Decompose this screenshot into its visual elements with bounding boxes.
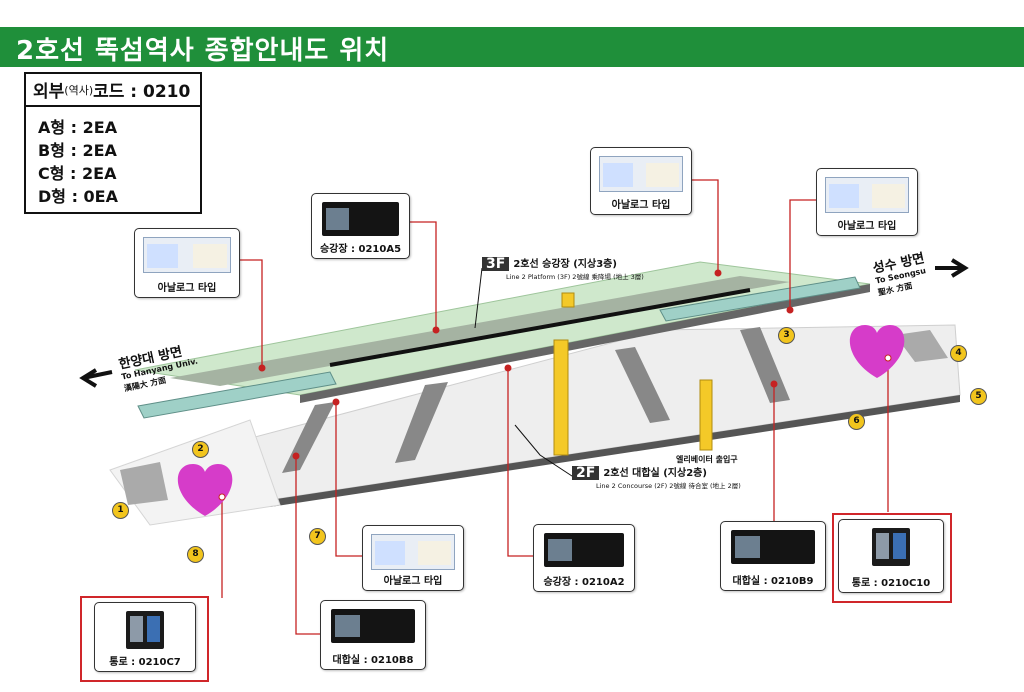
- analog-board-icon: [371, 534, 455, 570]
- heart-dot-left: [218, 493, 226, 501]
- train-left: [137, 371, 337, 419]
- exit-number-7: 7: [309, 528, 326, 545]
- code-type-list: A형 : 2EA B형 : 2EA C형 : 2EA D형 : 0EA: [26, 107, 200, 208]
- sign-card-b9: 대합실 : 0210B9: [720, 521, 826, 591]
- code-box: 외부(역사)코드 : 0210 A형 : 2EA B형 : 2EA C형 : 2…: [24, 72, 202, 214]
- concourse-floor-front: [270, 395, 960, 507]
- heart-icon-right: [849, 325, 905, 378]
- analog-board-icon: [599, 156, 683, 192]
- marker-analog-bottom: [332, 398, 340, 406]
- arrow-left-shaft: [82, 370, 113, 380]
- leader-b8: [295, 456, 320, 635]
- code-header: 외부(역사)코드 : 0210: [26, 74, 200, 107]
- sign-card-analog-left: 아날로그 타입: [134, 228, 240, 298]
- type-b-count: B형 : 2EA: [38, 141, 117, 160]
- exit-number-6: 6: [848, 413, 865, 430]
- sign-card-label: 대합실 : 0210B8: [332, 655, 414, 666]
- digital-panel-icon: [322, 202, 399, 236]
- stair-3: [615, 347, 670, 423]
- leader-a2: [507, 368, 533, 557]
- elevator-shaft-2: [699, 379, 713, 451]
- highlight-frame-c7: [80, 596, 209, 682]
- code-header-suffix: 코드 : 0210: [93, 82, 191, 102]
- marker-a5: [432, 326, 440, 334]
- marker-analog-right: [786, 306, 794, 314]
- exit-number-2: 2: [192, 441, 209, 458]
- sign-card-analog-right: 아날로그 타입: [816, 168, 918, 236]
- concourse-title: 2호선 대합실 (지상2층): [603, 468, 707, 479]
- elevator-entrance-label: 엘리베이터 출입구: [676, 455, 738, 464]
- exit-number-4: 4: [950, 345, 967, 362]
- code-header-prefix: 외부: [33, 82, 65, 102]
- analog-board-icon: [825, 177, 909, 213]
- type-d-count: D형 : 0EA: [38, 187, 118, 206]
- sign-card-label: 통로 : 0210C10: [851, 578, 931, 589]
- leader-3f: [474, 267, 483, 329]
- highlight-frame-c10: [832, 513, 952, 603]
- sign-card-label: 승강장 : 0210A2: [543, 577, 625, 588]
- elevator-shaft-1: [553, 339, 569, 456]
- track-bed: [170, 276, 790, 386]
- platform-badge: 3F: [482, 257, 510, 271]
- sign-card-label: 대합실 : 0210B9: [732, 576, 814, 587]
- platform-title: 2호선 승강장 (지상3층): [513, 259, 617, 270]
- type-c-count: C형 : 2EA: [38, 164, 117, 183]
- exit-number-3: 3: [778, 327, 795, 344]
- elevator-top-1: [561, 292, 575, 308]
- exit-number-8: 8: [187, 546, 204, 563]
- kiosk-panel-icon: [126, 611, 164, 649]
- exit-number-5: 5: [970, 388, 987, 405]
- concourse-badge: 2F: [572, 466, 600, 480]
- marker-analog-left: [258, 364, 266, 372]
- sign-card-c10: 통로 : 0210C10: [838, 519, 944, 593]
- exit-stair-right: [895, 330, 948, 362]
- exit-number-1: 1: [112, 502, 129, 519]
- sign-card-label: 아날로그 타입: [383, 576, 443, 587]
- sign-card-analog-top: 아날로그 타입: [590, 147, 692, 215]
- type-a-count: A형 : 2EA: [38, 118, 118, 137]
- leader-a5: [408, 221, 437, 330]
- sign-card-analog-bottom: 아날로그 타입: [362, 525, 464, 591]
- analog-board-icon: [143, 237, 231, 273]
- track-black-line: [329, 288, 751, 367]
- leader-2f: [514, 424, 576, 479]
- code-header-small: (역사): [64, 83, 94, 97]
- marker-b9: [770, 380, 778, 388]
- stair-2: [395, 382, 448, 463]
- digital-panel-icon: [331, 609, 415, 643]
- kiosk-panel-icon: [872, 528, 910, 566]
- leader-analog-right: [789, 199, 822, 310]
- sign-card-label: 승강장 : 0210A5: [319, 244, 402, 255]
- digital-panel-icon: [544, 533, 624, 567]
- sign-card-label: 아날로그 타입: [611, 200, 671, 211]
- leader-analog-top: [680, 179, 719, 273]
- exit-stair-left: [120, 462, 168, 505]
- marker-analog-top: [714, 269, 722, 277]
- page-title: 2호선 뚝섬역사 종합안내도 위치: [16, 36, 390, 66]
- sign-card-a5: 승강장 : 0210A5: [311, 193, 410, 259]
- marker-b8: [292, 452, 300, 460]
- leader-analog-left: [238, 259, 263, 368]
- digital-panel-icon: [731, 530, 815, 564]
- sign-card-label: 아날로그 타입: [157, 283, 217, 294]
- concourse-subtitle: Line 2 Concourse (2F) 2號線 待合室 (地上 2層): [596, 482, 741, 490]
- heart-dot-right: [884, 354, 892, 362]
- sign-card-label: 통로 : 0210C7: [109, 657, 181, 668]
- leader-analog-bottom: [335, 402, 362, 557]
- sign-card-label: 아날로그 타입: [837, 221, 897, 232]
- platform-subtitle: Line 2 Platform (3F) 2號線 乘降場 (地上 3層): [506, 273, 644, 281]
- marker-a2: [504, 364, 512, 372]
- platform-front-edge: [300, 284, 870, 403]
- sign-card-b8: 대합실 : 0210B8: [320, 600, 426, 670]
- heart-icon-left: [177, 464, 233, 516]
- sign-card-c7: 통로 : 0210C7: [94, 602, 196, 672]
- title-bar: [0, 27, 1024, 67]
- sign-card-a2: 승강장 : 0210A2: [533, 524, 635, 592]
